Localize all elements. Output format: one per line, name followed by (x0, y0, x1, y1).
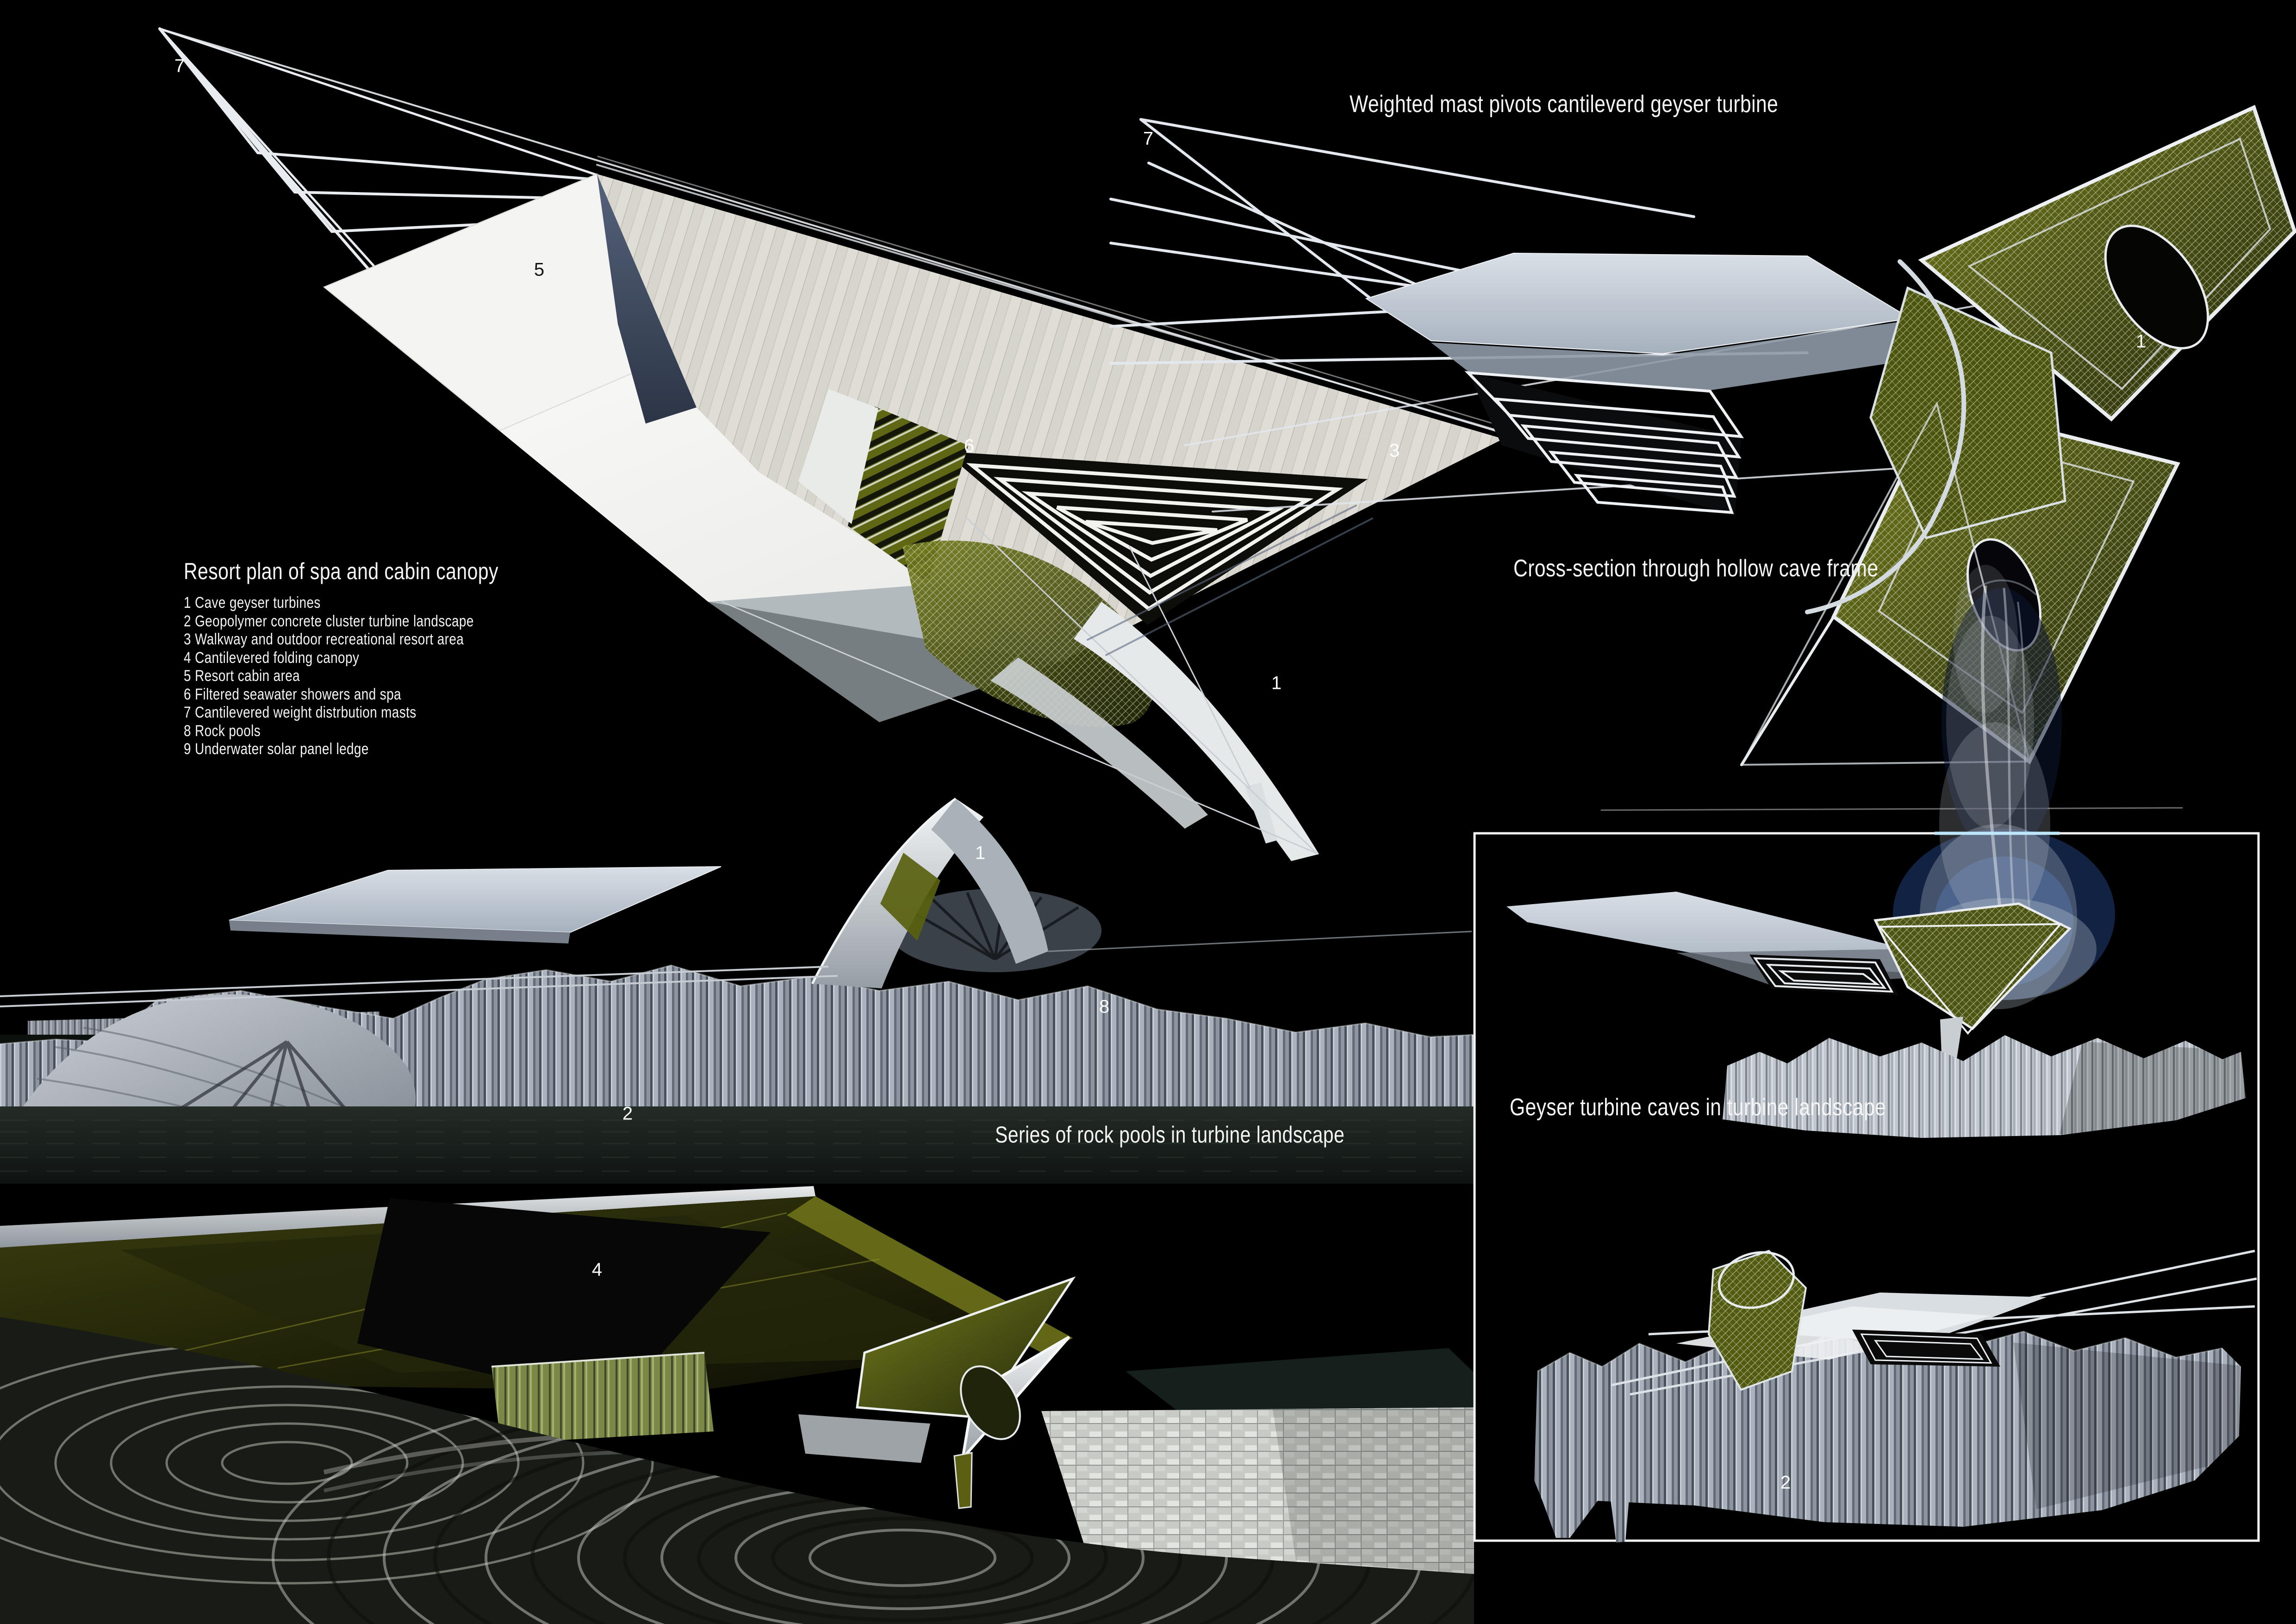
legend-item-7: 7 Cantilevered weight distrbution masts (184, 704, 417, 721)
legend-item-1: 1 Cave geyser turbines (184, 594, 321, 612)
callout-canopy-4: 4 (591, 1259, 603, 1280)
legend-item-2: 2 Geopolymer concrete cluster turbine la… (184, 612, 474, 630)
inset-box-border (1473, 832, 2260, 1542)
caves-landscape (1534, 1330, 2241, 1538)
callout-rockpools-8: 8 (1099, 996, 1110, 1017)
spa-deck-plate (798, 389, 878, 524)
callout-turbine-1c: 1 (975, 843, 986, 863)
callout-masts-7: 7 (174, 56, 185, 76)
callout-landscape-2a: 2 (622, 1103, 633, 1124)
caves-structure (1611, 1249, 2257, 1396)
moire-landscape (0, 1317, 1474, 1624)
callout-walkway-3: 3 (1389, 440, 1400, 461)
canopy-dark-fold (357, 1198, 771, 1404)
caves-render (1534, 1249, 2257, 1543)
callout-turbine-1a: 1 (1271, 673, 1282, 693)
callout-turbine-1b: 1 (2135, 331, 2147, 352)
legend-item-4: 4 Cantilevered folding canopy (184, 649, 360, 667)
legend-item-9: 9 Underwater solar panel ledge (184, 740, 369, 758)
callout-masts-7b: 7 (1143, 128, 1154, 149)
louvre-frames (966, 463, 1344, 611)
geyser-plume (1893, 565, 2115, 1009)
render-resort-plan (158, 27, 1522, 861)
render-canopy-underside (0, 1186, 1474, 1624)
legend-title: Resort plan of spa and cabin canopy (184, 558, 498, 584)
legend-item-5: 5 Resort cabin area (184, 667, 300, 685)
cave-turbine-bird (798, 1276, 1076, 1509)
heading-rock-pools: Series of rock pools in turbine landscap… (995, 1122, 1345, 1148)
tunnel-frames (1464, 371, 1744, 514)
cross-section-render (1506, 892, 2246, 1138)
heading-cross-section: Cross-section through hollow cave frame (1513, 555, 1879, 582)
render-mast-pivot (1109, 105, 2296, 811)
callout-landscape-2b: 2 (1780, 1472, 1791, 1493)
walkway-deck (597, 174, 1503, 662)
legend-list: 1 Cave geyser turbines 2 Geopolymer conc… (184, 594, 474, 759)
legend-item-3: 3 Walkway and outdoor recreational resor… (184, 631, 464, 648)
cables (721, 518, 1318, 854)
spa-showers-stripes (848, 406, 968, 582)
section-landscape (1723, 1035, 2246, 1138)
cave-turbine-structure (0, 797, 1472, 1007)
legend-item-8: 8 Rock pools (184, 722, 261, 740)
slab-terrain (1041, 1407, 1474, 1574)
legend-item-6: 6 Filtered seawater showers and spa (184, 685, 401, 703)
callout-spa-6: 6 (964, 436, 975, 456)
turbine-butterfly (1740, 105, 2296, 766)
canopy-fold (597, 174, 697, 424)
render-geyser-box (1473, 565, 2260, 1543)
render-rock-pools (0, 797, 1475, 1184)
callout-cabin-5: 5 (534, 259, 545, 280)
heading-geyser-caves: Geyser turbine caves in turbine landscap… (1510, 1094, 1886, 1121)
green-columns (492, 1353, 714, 1443)
heading-weighted-mast: Weighted mast pivots cantileverd geyser … (1350, 91, 1779, 118)
